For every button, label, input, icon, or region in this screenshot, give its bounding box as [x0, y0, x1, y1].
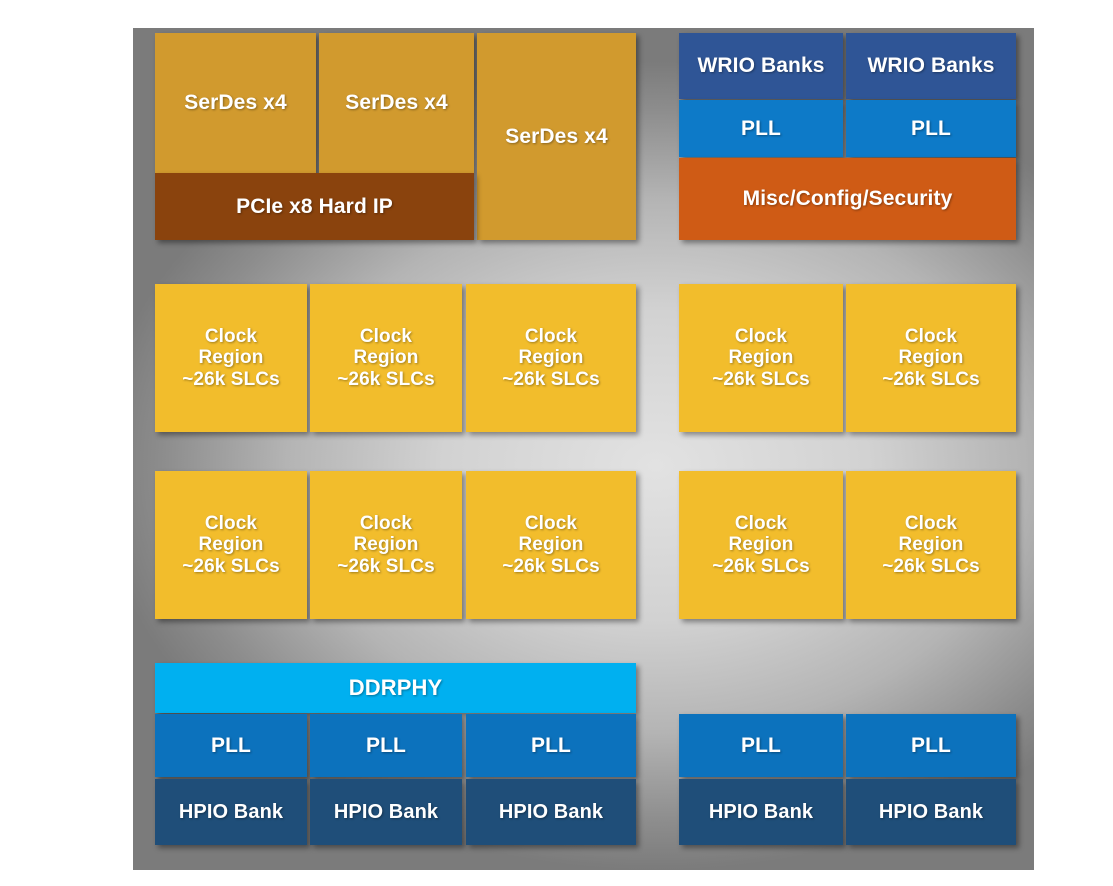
block-label: DDRPHY — [348, 675, 443, 701]
clock-line-2: Region — [518, 347, 584, 369]
clock-line-3: ~26k SLCs — [712, 368, 810, 390]
clock-line-3: ~26k SLCs — [882, 555, 980, 577]
block-clock-region[interactable]: Clock Region ~26k SLCs — [310, 284, 462, 432]
clock-line-3: ~26k SLCs — [882, 368, 980, 390]
block-misc-config-security[interactable]: Misc/Config/Security — [679, 158, 1016, 240]
block-label: PLL — [531, 733, 571, 757]
block-label: SerDes x4 — [505, 124, 608, 148]
block-label: WRIO Banks — [867, 54, 995, 78]
block-label: HPIO Bank — [878, 800, 984, 823]
block-hpio-bank-left-3[interactable]: HPIO Bank — [466, 779, 636, 845]
block-pll-bottom-right-2[interactable]: PLL — [846, 714, 1016, 777]
block-clock-region[interactable]: Clock Region ~26k SLCs — [679, 471, 843, 619]
block-pll-bottom-left-1[interactable]: PLL — [155, 714, 307, 777]
clock-line-1: Clock — [904, 512, 958, 534]
block-label: Clock Region ~26k SLCs — [182, 326, 280, 391]
clock-line-2: Region — [353, 534, 419, 556]
clock-line-3: ~26k SLCs — [182, 368, 280, 390]
block-clock-region[interactable]: Clock Region ~26k SLCs — [846, 471, 1016, 619]
block-clock-region[interactable]: Clock Region ~26k SLCs — [155, 471, 307, 619]
clock-line-3: ~26k SLCs — [337, 555, 435, 577]
clock-line-1: Clock — [734, 325, 788, 347]
block-wrio-banks-2[interactable]: WRIO Banks — [846, 33, 1016, 99]
block-wrio-banks-1[interactable]: WRIO Banks — [679, 33, 843, 99]
block-serdes-x4-2[interactable]: SerDes x4 — [319, 33, 474, 173]
block-label: Clock Region ~26k SLCs — [337, 326, 435, 391]
clock-line-1: Clock — [734, 512, 788, 534]
block-pll-top-1[interactable]: PLL — [679, 100, 843, 157]
block-clock-region[interactable]: Clock Region ~26k SLCs — [310, 471, 462, 619]
block-label: HPIO Bank — [333, 800, 439, 823]
block-label: Misc/Config/Security — [742, 187, 953, 211]
clock-line-1: Clock — [904, 325, 958, 347]
block-hpio-bank-right-1[interactable]: HPIO Bank — [679, 779, 843, 845]
clock-line-1: Clock — [524, 512, 578, 534]
block-label: PLL — [366, 733, 406, 757]
block-label: HPIO Bank — [708, 800, 814, 823]
block-serdes-x4-3[interactable]: SerDes x4 — [477, 33, 636, 240]
clock-line-2: Region — [728, 534, 794, 556]
clock-line-3: ~26k SLCs — [502, 555, 600, 577]
block-hpio-bank-right-2[interactable]: HPIO Bank — [846, 779, 1016, 845]
block-label: HPIO Bank — [178, 800, 284, 823]
block-label: Clock Region ~26k SLCs — [712, 513, 810, 578]
block-label: PLL — [211, 733, 251, 757]
clock-line-1: Clock — [359, 325, 413, 347]
block-label: PLL — [741, 733, 781, 757]
block-label: Clock Region ~26k SLCs — [337, 513, 435, 578]
block-label: Clock Region ~26k SLCs — [182, 513, 280, 578]
block-label: Clock Region ~26k SLCs — [882, 513, 980, 578]
block-ddrphy[interactable]: DDRPHY — [155, 663, 636, 713]
block-label: PLL — [911, 116, 951, 140]
block-clock-region[interactable]: Clock Region ~26k SLCs — [679, 284, 843, 432]
clock-line-1: Clock — [359, 512, 413, 534]
clock-line-2: Region — [728, 347, 794, 369]
clock-line-3: ~26k SLCs — [182, 555, 280, 577]
clock-line-2: Region — [198, 347, 264, 369]
block-label: SerDes x4 — [345, 91, 448, 115]
block-pll-top-2[interactable]: PLL — [846, 100, 1016, 157]
clock-line-3: ~26k SLCs — [337, 368, 435, 390]
clock-line-2: Region — [353, 347, 419, 369]
block-pll-bottom-left-3[interactable]: PLL — [466, 714, 636, 777]
block-hpio-bank-left-1[interactable]: HPIO Bank — [155, 779, 307, 845]
clock-line-2: Region — [518, 534, 584, 556]
block-label: Clock Region ~26k SLCs — [502, 326, 600, 391]
clock-line-2: Region — [198, 534, 264, 556]
block-pll-bottom-left-2[interactable]: PLL — [310, 714, 462, 777]
block-label: PLL — [911, 733, 951, 757]
block-label: Clock Region ~26k SLCs — [502, 513, 600, 578]
block-clock-region[interactable]: Clock Region ~26k SLCs — [466, 284, 636, 432]
block-label: WRIO Banks — [697, 54, 825, 78]
clock-line-1: Clock — [204, 512, 258, 534]
block-clock-region[interactable]: Clock Region ~26k SLCs — [155, 284, 307, 432]
die-floorplan-canvas: SerDes x4 SerDes x4 SerDes x4 PCIe x8 Ha… — [133, 28, 1034, 870]
block-label: Clock Region ~26k SLCs — [882, 326, 980, 391]
clock-line-3: ~26k SLCs — [502, 368, 600, 390]
block-hpio-bank-left-2[interactable]: HPIO Bank — [310, 779, 462, 845]
block-clock-region[interactable]: Clock Region ~26k SLCs — [846, 284, 1016, 432]
block-label: PCIe x8 Hard IP — [236, 194, 393, 218]
clock-line-1: Clock — [524, 325, 578, 347]
block-label: PLL — [741, 116, 781, 140]
block-clock-region[interactable]: Clock Region ~26k SLCs — [466, 471, 636, 619]
block-label: HPIO Bank — [498, 800, 604, 823]
clock-line-2: Region — [898, 534, 964, 556]
block-label: SerDes x4 — [184, 91, 287, 115]
block-pcie-x8-hard-ip[interactable]: PCIe x8 Hard IP — [155, 173, 474, 240]
clock-line-1: Clock — [204, 325, 258, 347]
clock-line-2: Region — [898, 347, 964, 369]
block-pll-bottom-right-1[interactable]: PLL — [679, 714, 843, 777]
block-label: Clock Region ~26k SLCs — [712, 326, 810, 391]
block-serdes-x4-1[interactable]: SerDes x4 — [155, 33, 316, 173]
clock-line-3: ~26k SLCs — [712, 555, 810, 577]
